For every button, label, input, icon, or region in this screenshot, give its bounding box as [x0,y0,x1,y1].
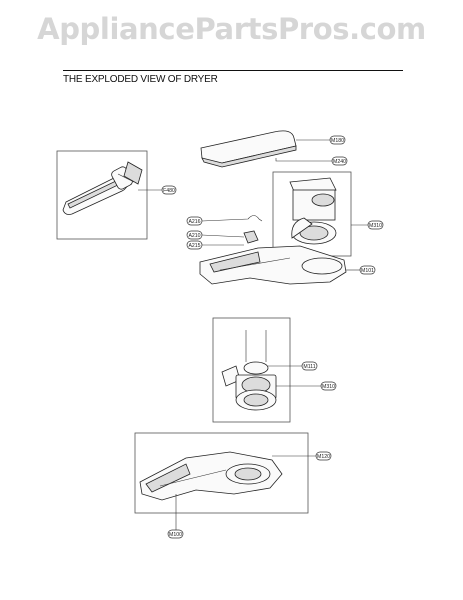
inset-frame-motor [212,317,291,423]
inset-frame-f480 [56,150,148,240]
callout-a210: A210 [186,230,203,240]
callout-m101-label: M101 [361,268,374,274]
callout-m310-mid: M310 [320,381,337,391]
part-m120-housing [139,451,283,501]
part-a216-wire [201,215,263,222]
page-title: THE EXPLODED VIEW OF DRYER [63,74,218,85]
callout-m100: M100 [167,529,184,539]
callout-a216: A216 [186,216,203,226]
callout-m180: M180 [329,135,346,145]
callout-m101: M101 [359,265,376,275]
callout-m120: M120 [315,451,332,461]
callout-f480: F480 [161,185,177,195]
callout-m180-label: M180 [331,138,344,144]
callout-m310-top-label: M310 [369,223,382,229]
part-m310-motor-top [289,177,337,245]
callout-f480-label: F480 [163,188,175,194]
part-f480-illustration [62,161,143,215]
callout-a210-label: A210 [188,233,200,239]
callout-m240-label: M240 [333,159,346,165]
part-m111-shaft [243,330,269,375]
callout-m100-label: M100 [169,532,182,538]
inset-frame-duct [134,432,309,514]
heading-rule [63,70,403,71]
callout-m111-label: M111 [303,364,315,370]
inset-f480: F480 [56,150,177,240]
site-watermark: AppliancePartsPros.com [37,12,426,46]
assembly-top: M180 M240 M310 A216 [186,130,384,285]
callout-a215-label: A215 [188,243,200,249]
part-m101-duct [199,245,347,285]
callout-m310-mid-label: M310 [322,384,335,390]
part-m180-cover [200,130,297,168]
part-a210-bracket [243,230,259,244]
part-m240-wire [275,158,332,162]
callout-a215: A215 [186,240,203,250]
inset-motor: M111 M310 [212,317,337,423]
callout-m310-top: M310 [367,220,384,230]
part-m310-motor-mid [221,365,277,411]
callout-a216-label: A216 [188,219,200,225]
inset-duct: M120 M100 [134,432,332,539]
callout-m111: M111 [301,361,318,371]
callout-m120-label: M120 [317,454,330,460]
callout-m240: M240 [331,156,348,166]
